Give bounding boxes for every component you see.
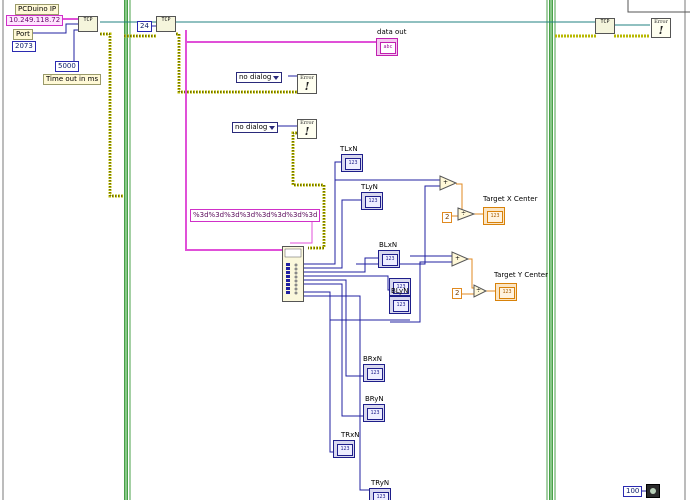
tcp-close-label: TCP: [600, 19, 610, 25]
error-handler-3-label: Error: [654, 19, 668, 25]
bryn-glyph: 123: [367, 408, 383, 420]
tlxn-glyph: 123: [345, 158, 361, 170]
port-control[interactable]: 2073: [12, 41, 36, 52]
timeout-constant[interactable]: 5000: [55, 61, 79, 72]
tlyn-glyph: 123: [365, 196, 381, 208]
tlxn-indicator: 123: [341, 154, 363, 172]
divide-x-glyph: ÷: [461, 210, 467, 217]
tcp-read-label: TCP: [161, 17, 171, 23]
tcp-open-icon[interactable]: TCP: [78, 16, 98, 32]
ip-control[interactable]: 10.249.118.72: [6, 15, 64, 26]
blyn-indicator-frame: 123: [389, 296, 411, 314]
simple-error-handler-icon[interactable]: Error!: [297, 119, 317, 139]
tlxn-label: TLxN: [340, 145, 358, 153]
error-handler-2-label: Error: [300, 120, 314, 126]
add-x-node[interactable]: [439, 175, 458, 191]
scan-output-wires[interactable]: [302, 161, 452, 491]
divide-y-glyph: ÷: [476, 287, 482, 294]
tryn-indicator: 123: [369, 488, 391, 500]
trxn-glyph: 123: [337, 444, 353, 456]
error-handler-2-glyph: !: [304, 125, 310, 138]
tcp-close-icon[interactable]: TCP: [595, 18, 615, 34]
data-out-label: data out: [377, 28, 407, 36]
dialog-ring-1[interactable]: no dialog: [236, 72, 283, 83]
error-wire-1[interactable]: [100, 32, 124, 198]
error-wire-3[interactable]: [291, 131, 326, 250]
target-y-label: Target Y Center: [494, 271, 548, 279]
format-string-constant[interactable]: %3d%3d%3d%3d%3d%3d%3d%3d: [190, 209, 321, 222]
trxn-indicator: 123: [333, 440, 355, 458]
brxn-indicator: 123: [363, 364, 385, 382]
simple-error-handler-icon[interactable]: Error!: [297, 74, 317, 94]
divide-x-node[interactable]: [457, 207, 476, 221]
dialog-ring-2[interactable]: no dialog: [232, 122, 279, 133]
add-y-glyph: +: [455, 255, 461, 262]
bryn-label: BRyN: [365, 395, 384, 403]
brxn-glyph: 123: [367, 368, 383, 380]
blxn-indicator: 123: [378, 250, 400, 268]
bytes-to-read-constant[interactable]: 24: [137, 21, 152, 32]
wait-ms-constant[interactable]: 100: [623, 486, 643, 497]
two-constant-x[interactable]: 2: [442, 212, 453, 223]
tlyn-label: TLyN: [361, 183, 378, 191]
blyn-indicator: 123: [389, 278, 411, 296]
ip-label: PCDuino IP: [15, 4, 60, 15]
error-handler-3-glyph: !: [658, 24, 664, 37]
blyn-label: BLyN: [391, 287, 409, 295]
error-handler-1-glyph: !: [304, 80, 310, 93]
blyn-frame-glyph: 123: [393, 300, 409, 312]
target-x-label: Target X Center: [483, 195, 538, 203]
target-x-indicator: 123: [483, 207, 505, 225]
error-handler-1-label: Error: [300, 75, 314, 81]
add-x-glyph: +: [443, 179, 449, 186]
add-y-node[interactable]: [451, 251, 470, 267]
data-out-indicator: abc: [376, 38, 398, 56]
tryn-glyph: 123: [373, 492, 389, 500]
tcp-read-icon[interactable]: TCP: [156, 16, 176, 32]
two-constant-y[interactable]: 2: [452, 288, 463, 299]
timeout-label: Time out in ms: [43, 74, 102, 85]
trxn-label: TRxN: [341, 431, 360, 439]
scan-from-string-icon[interactable]: [282, 246, 304, 302]
divide-y-node[interactable]: [473, 284, 488, 298]
bryn-indicator: 123: [363, 404, 385, 422]
tcp-open-label: TCP: [83, 17, 93, 23]
data-string-wire[interactable]: [185, 30, 376, 43]
blyn-glyph: 123: [393, 282, 409, 294]
tryn-label: TRyN: [371, 479, 390, 487]
blxn-label: BLxN: [379, 241, 398, 249]
tlyn-indicator: 123: [361, 192, 383, 210]
brxn-label: BRxN: [363, 355, 383, 363]
simple-error-handler-icon[interactable]: Error!: [651, 18, 671, 38]
target-x-glyph: 123: [487, 211, 503, 223]
wait-ms-icon[interactable]: [646, 484, 660, 498]
data-out-glyph: abc: [380, 42, 396, 54]
blxn-glyph: 123: [382, 254, 398, 266]
target-y-indicator: 123: [495, 283, 517, 301]
port-label: Port: [13, 29, 33, 40]
target-y-glyph: 123: [499, 287, 515, 299]
